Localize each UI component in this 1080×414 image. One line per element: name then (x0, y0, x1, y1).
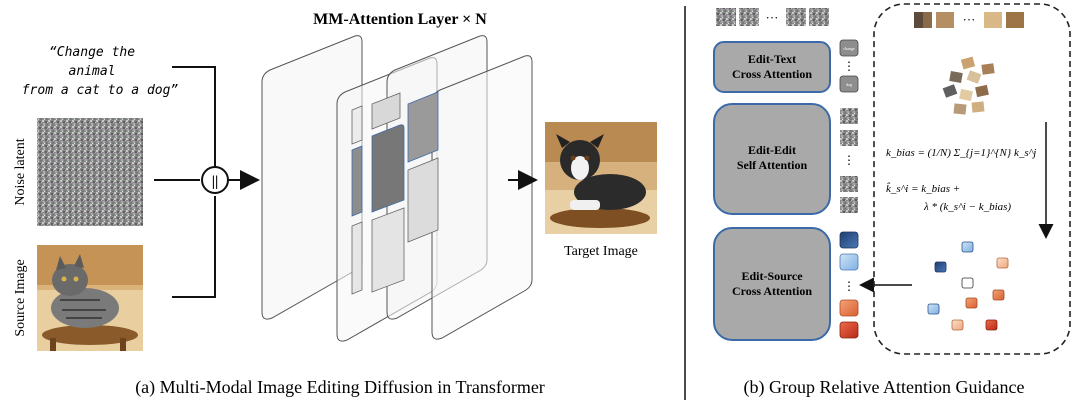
self-token-vdots: ⋮ (843, 153, 855, 167)
edit-edit-box-line-2: Self Attention (737, 158, 808, 172)
target-image-label: Target Image (564, 244, 638, 259)
edit-noise-tokens (716, 8, 829, 26)
edit-source-box-line-2: Cross Attention (732, 284, 812, 298)
prompt-line-1: “Change the (49, 45, 135, 60)
prompt-line-2: animal (69, 64, 116, 79)
prompt-connector (172, 66, 216, 178)
target-image (545, 122, 657, 234)
noise-latent-image (37, 118, 143, 226)
text-token-change (839, 39, 859, 57)
formula-k-hat-line-2: λ * (k_s^i − k_bias) (923, 201, 1011, 213)
edit-edit-self-attention-box (713, 103, 831, 215)
source-image-label: Source Image (13, 259, 28, 336)
text-token-dog-label: dog (846, 82, 852, 87)
patch-cluster (942, 56, 995, 115)
formula-k-bias: k_bias = (1/N) Σ_{j=1}^{N} k_s^j (886, 147, 1036, 159)
source-key-tokens (839, 231, 859, 339)
source-image-tokens (914, 12, 1024, 28)
edit-source-box-line-1: Edit-Source (741, 269, 803, 283)
edit-text-box-line-2: Cross Attention (732, 67, 812, 81)
noise-latent-label: Noise latent (13, 138, 28, 205)
text-token-change-label: change (843, 46, 855, 51)
edit-text-box-line-1: Edit-Text (748, 52, 796, 66)
prompt-line-3: from a cat to a dog” (22, 83, 179, 98)
text-token-dog (839, 75, 859, 93)
edit-source-cross-attention-box (713, 227, 831, 341)
source-token-ellipsis: ··· (963, 12, 976, 27)
scattered-keys (927, 241, 1009, 331)
source-image (37, 245, 143, 351)
edit-text-cross-attention-box (713, 41, 831, 93)
source-token-vdots: ⋮ (843, 279, 855, 293)
formula-k-hat-line-1: k̂_s^i = k_bias + (886, 182, 960, 195)
mm-attention-layers (261, 35, 533, 342)
text-token-vdots: ⋮ (843, 59, 855, 73)
concat-symbol: || (212, 174, 219, 190)
noise-token-ellipsis: ··· (766, 10, 779, 25)
edit-self-tokens (840, 108, 858, 213)
right-caption: (b) Group Relative Attention Guidance (744, 377, 1025, 398)
source-connector (172, 196, 216, 298)
edit-edit-box-line-1: Edit-Edit (748, 143, 796, 157)
left-caption: (a) Multi-Modal Image Editing Diffusion … (135, 377, 545, 398)
layer-title: MM-Attention Layer × N (313, 11, 487, 28)
